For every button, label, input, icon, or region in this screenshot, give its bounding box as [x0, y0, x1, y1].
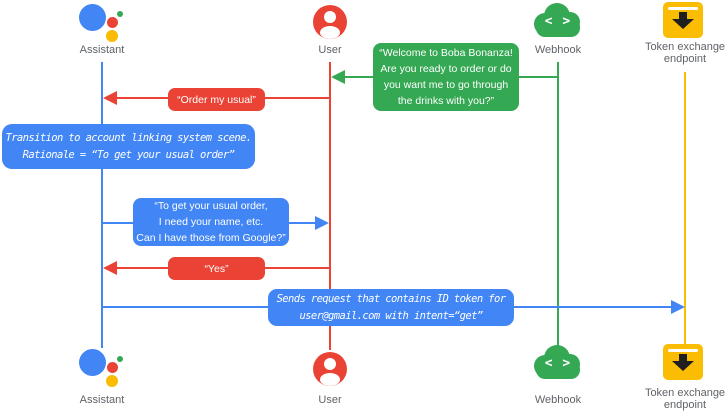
actor-label-webhook-bottom: Webhook — [534, 394, 582, 406]
token-endpoint-lifeline — [684, 72, 686, 346]
yes-bubble: “Yes” — [168, 257, 265, 280]
download-arrow-icon — [679, 354, 687, 362]
send-request-bubble: Sends request that contains ID token for… — [268, 289, 514, 326]
arrowhead-order-usual — [103, 91, 117, 105]
google-assistant-icon — [79, 349, 125, 389]
bubble-line: the drinks with you?” — [397, 95, 495, 107]
actor-label-user-top: User — [318, 44, 342, 56]
webhook-cloud-icon: < > — [534, 3, 582, 37]
assistant-red-dot-icon — [107, 362, 118, 373]
actor-label-webhook-top: Webhook — [534, 44, 582, 56]
actor-label-token-top-line1: Token exchange — [644, 41, 725, 53]
user-icon — [313, 5, 347, 39]
arrowhead-ask-permission — [315, 216, 329, 230]
actor-label-user-bottom: User — [318, 394, 342, 406]
assistant-green-dot-icon — [117, 11, 123, 17]
user-lifeline — [329, 62, 331, 350]
user-head-shape — [324, 11, 336, 23]
order-usual-bubble: “Order my usual” — [168, 88, 265, 111]
assistant-green-dot-icon — [117, 356, 123, 362]
assistant-lifeline — [101, 62, 103, 348]
arrowhead-send-request — [671, 300, 685, 314]
note-line: Rationale = “To get your usual order” — [22, 148, 235, 161]
actor-label-token-bottom-line1: Token exchange — [644, 387, 725, 399]
google-assistant-icon — [79, 4, 125, 44]
webhook-lifeline — [557, 62, 559, 346]
bubble-line: “To get your usual order, — [154, 200, 268, 212]
download-arrow-tip — [672, 361, 694, 371]
arrowhead-yes — [103, 261, 117, 275]
assistant-yellow-dot-icon — [106, 30, 118, 42]
bubble-line: I need your name, etc. — [158, 216, 264, 228]
note-line: Sends request that contains ID token for — [276, 293, 506, 305]
transition-note: Transition to account linking system sce… — [2, 124, 255, 169]
code-brackets-glyph: < > — [544, 356, 572, 371]
user-body-shape — [320, 26, 340, 39]
bubble-line: “Welcome to Boba Bonanza! — [379, 47, 513, 59]
user-head-shape — [324, 358, 336, 370]
actor-label-token-bottom-line2: endpoint — [663, 399, 707, 411]
cloud-base — [536, 360, 580, 379]
cloud-base — [536, 18, 580, 37]
assistant-yellow-dot-icon — [106, 375, 118, 387]
ask-permission-bubble: “To get your usual order, I need your na… — [133, 198, 289, 246]
note-line: user@gmail.com with intent=“get” — [299, 309, 483, 322]
user-body-shape — [320, 373, 340, 386]
download-arrow-icon — [679, 12, 687, 20]
assistant-red-dot-icon — [107, 17, 118, 28]
webhook-cloud-icon: < > — [534, 345, 582, 379]
actor-label-assistant-bottom: Assistant — [79, 394, 125, 406]
token-slot-shape — [668, 7, 698, 10]
assistant-blue-dot-icon — [79, 349, 106, 376]
code-brackets-glyph: < > — [544, 14, 572, 29]
arrowhead-welcome — [331, 70, 345, 84]
actor-label-assistant-top: Assistant — [79, 44, 125, 56]
bubble-line: “Yes” — [204, 262, 229, 275]
token-slot-shape — [668, 349, 698, 352]
note-line: Transition to account linking system sce… — [5, 132, 252, 144]
token-exchange-icon — [663, 2, 703, 38]
bubble-line: Are you ready to order or do — [380, 63, 512, 75]
download-arrow-tip — [672, 19, 694, 29]
user-icon — [313, 352, 347, 386]
bubble-line: Can I have those from Google?” — [136, 232, 286, 244]
welcome-message-bubble: “Welcome to Boba Bonanza! Are you ready … — [373, 43, 519, 111]
bubble-line: you want me to go through — [383, 79, 509, 91]
actor-label-token-top-line2: endpoint — [663, 53, 707, 65]
token-exchange-icon — [663, 344, 703, 380]
assistant-blue-dot-icon — [79, 4, 106, 31]
bubble-line: “Order my usual” — [177, 93, 256, 106]
